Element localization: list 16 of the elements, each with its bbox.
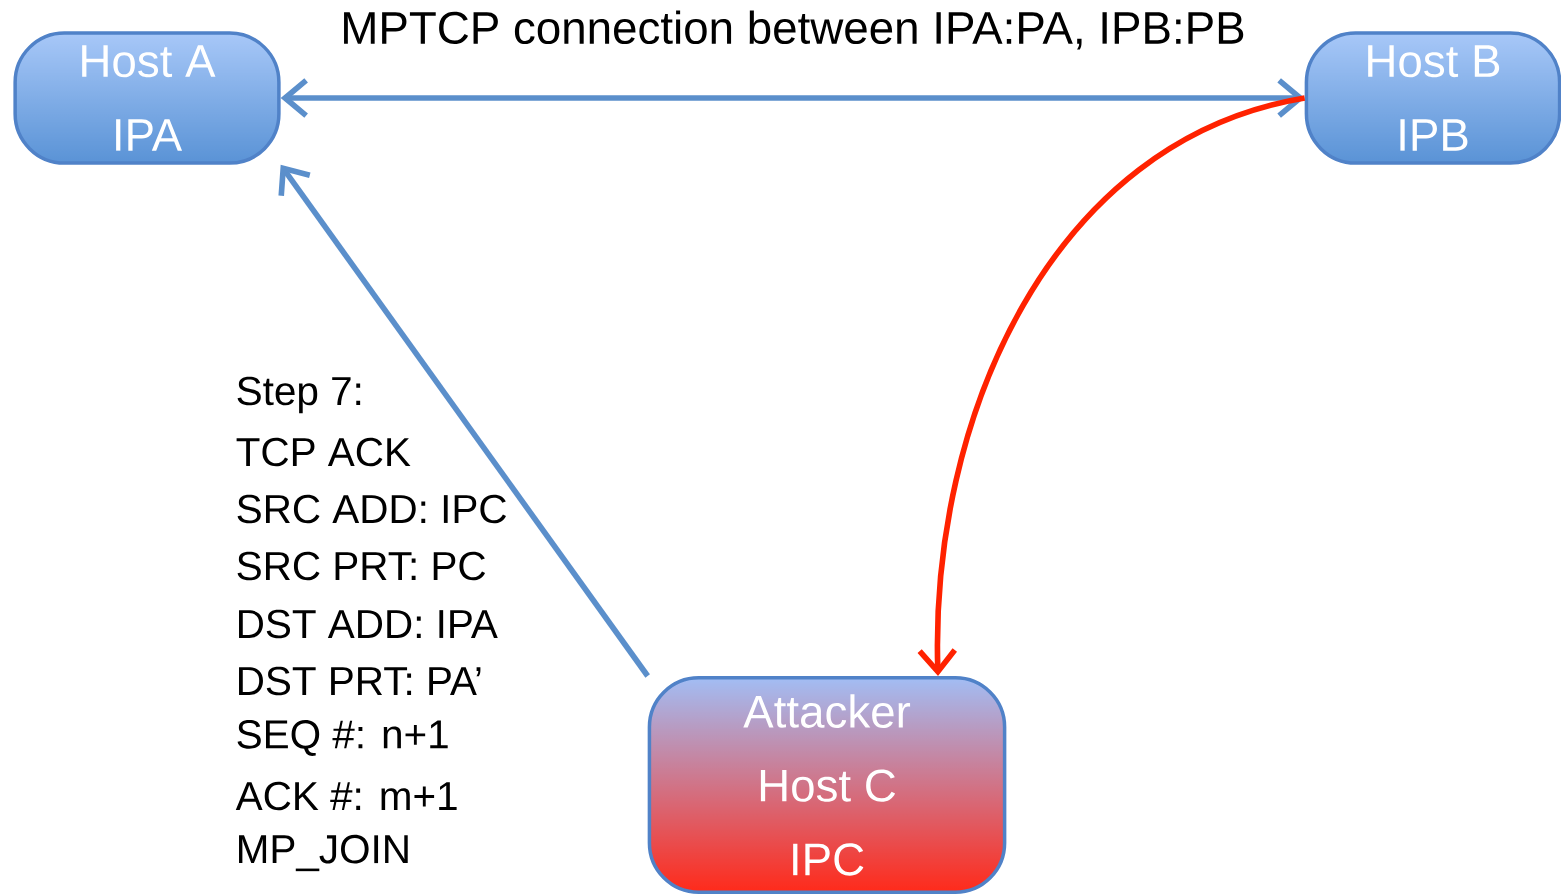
- arrow: [917, 95, 1306, 676]
- arrow: [278, 164, 650, 678]
- packet-field-text: SRC PRT: PC: [237, 551, 486, 581]
- packet-field-text: DST ADD: IPA: [239, 609, 498, 639]
- packet-field-text: SEQ #: n+1: [237, 720, 448, 756]
- packet-field-text: ACK #: m+1: [235, 781, 457, 811]
- host-box: Host A IPA: [13, 31, 281, 165]
- host-box: Host B IPB: [1304, 31, 1561, 165]
- packet-field-text: TCP ACK: [236, 437, 411, 467]
- attacker-box: Attacker Host C IPC: [647, 676, 1007, 894]
- packet-field-text: Step 7:: [237, 376, 361, 414]
- packet-field-text: SRC ADD: IPC: [237, 494, 506, 524]
- edge-label: MPTCP connection between IPA:PA, IPB:PB: [344, 10, 1244, 50]
- packet-field-text: DST PRT: PA’: [239, 666, 481, 696]
- arrow: [280, 78, 1305, 118]
- packet-field-text: MP_JOIN: [239, 834, 408, 872]
